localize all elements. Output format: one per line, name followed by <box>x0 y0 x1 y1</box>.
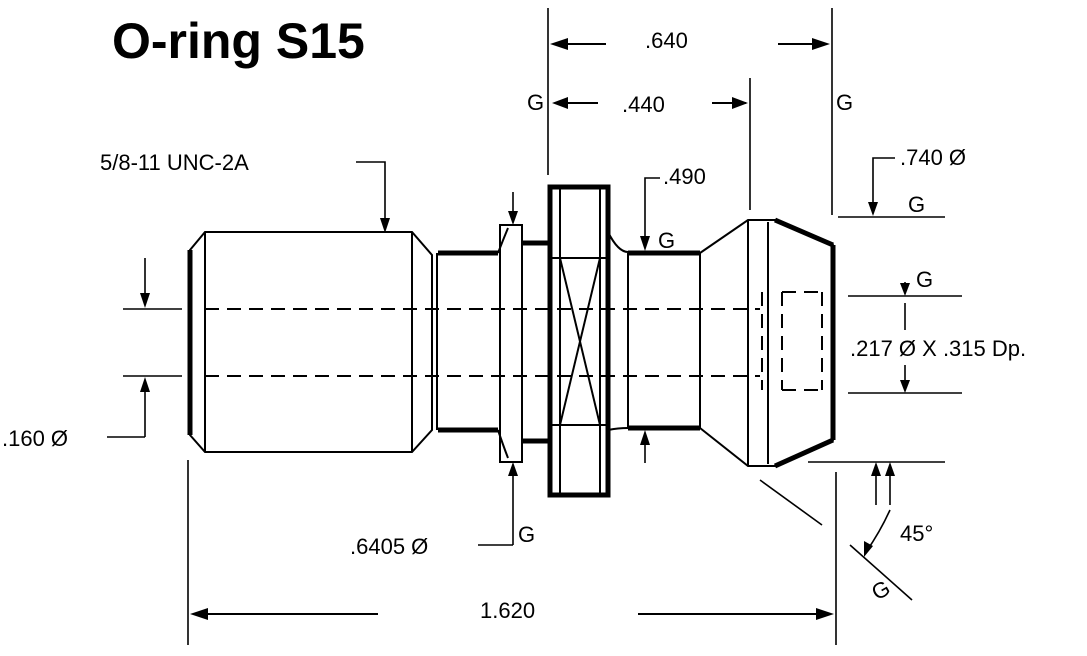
dim-160-label: .160 Ø <box>2 426 68 451</box>
dim-6405-label: .6405 Ø <box>350 534 428 559</box>
dim-640-label: .640 <box>645 28 688 53</box>
thread-label: 5/8-11 UNC-2A <box>100 150 249 175</box>
dimension-640: .640 <box>550 28 830 53</box>
drawing-title: O-ring S15 <box>112 13 365 69</box>
part-outline <box>187 184 836 498</box>
dim-740-label: .740 Ø <box>900 145 966 170</box>
datum-g-440-left: G <box>527 90 544 115</box>
angle-45-label: 45° <box>900 521 933 546</box>
dimension-217: G .217 Ø X .315 Dp. <box>850 267 1026 393</box>
datum-g-440-right: G <box>836 90 853 115</box>
dim-490-label: .490 <box>663 164 706 189</box>
thread-callout: 5/8-11 UNC-2A <box>100 150 390 233</box>
datum-g-740: G <box>908 192 925 217</box>
datum-g-angle: G <box>867 575 894 605</box>
dim-217-label: .217 Ø X .315 Dp. <box>850 336 1026 361</box>
center-bore <box>205 291 823 391</box>
dimension-160: .160 Ø <box>2 258 150 451</box>
extension-lines <box>123 8 962 645</box>
datum-g-6405: G <box>518 522 535 547</box>
angle-45: 45° G <box>864 462 933 605</box>
datum-g-490: G <box>658 228 675 253</box>
dimension-1620: 1.620 <box>190 598 834 623</box>
datum-g-217: G <box>916 267 933 292</box>
dimension-6405: .6405 Ø G <box>350 192 535 559</box>
dim-440-label: .440 <box>622 92 665 117</box>
dimension-740: .740 Ø G <box>868 145 966 217</box>
dimension-490: .490 G <box>640 164 706 463</box>
dimension-440: .440 G G <box>527 90 853 117</box>
dim-1620-label: 1.620 <box>480 598 535 623</box>
